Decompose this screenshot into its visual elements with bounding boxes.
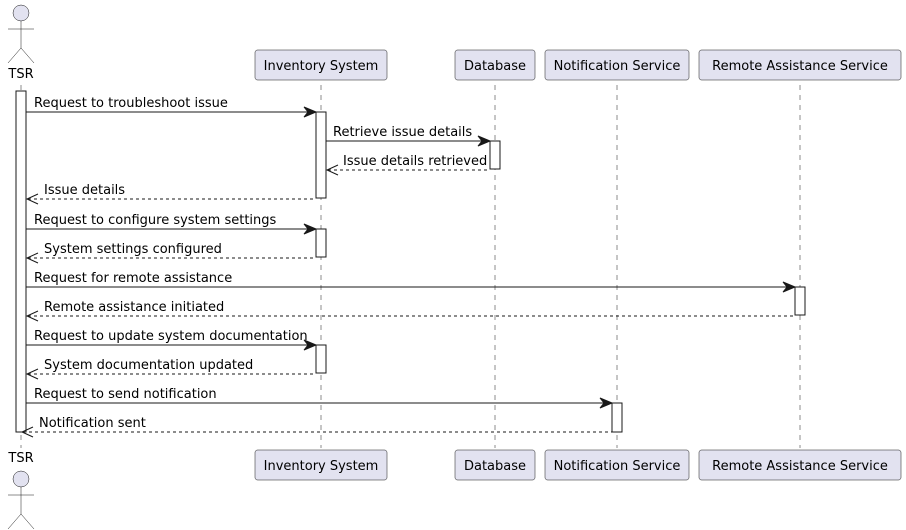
actor-label: TSR: [7, 67, 33, 82]
arrow-open-head-icon: [25, 193, 39, 205]
participant-notification-service-bottom: Notification Service: [544, 449, 690, 481]
arrow-head-icon: [782, 281, 797, 293]
arrow-open-head-icon: [20, 426, 34, 438]
arrow-open-head-icon: [325, 164, 339, 176]
actor-tsr-top: TSR: [7, 4, 35, 82]
activation-bars: [15, 90, 806, 433]
message-11: Request to send notification: [26, 387, 614, 409]
participant-label: Database: [464, 59, 526, 74]
activation-notification-1: [611, 402, 623, 433]
message-6: System settings configured: [25, 242, 316, 264]
arrow-head-icon: [303, 223, 318, 235]
participant-label: Inventory System: [264, 59, 379, 74]
arrow-head-icon: [599, 397, 614, 409]
message-9: Request to update system documentation: [26, 329, 318, 351]
participant-label: Remote Assistance Service: [712, 59, 888, 74]
message-label: Request to troubleshoot issue: [34, 96, 228, 111]
participant-label: Inventory System: [264, 459, 379, 474]
message-label: System documentation updated: [44, 358, 253, 373]
participant-inventory-system-top: Inventory System: [254, 49, 388, 81]
activation-remote-1: [794, 286, 806, 316]
arrow-head-icon: [303, 106, 318, 118]
participant-inventory-system-bottom: Inventory System: [254, 449, 388, 481]
participant-notification-service-top: Notification Service: [544, 49, 690, 81]
activation-inventory-2: [315, 228, 327, 258]
participant-remote-assistance-service-bottom: Remote Assistance Service: [698, 449, 902, 481]
message-10: System documentation updated: [25, 358, 316, 380]
actor-tsr-bottom: TSR: [7, 451, 35, 530]
messages: Request to troubleshoot issue Retrieve i…: [20, 96, 797, 438]
message-label: Request to configure system settings: [34, 213, 277, 228]
stick-figure-actor-icon: [7, 4, 35, 64]
participant-database-top: Database: [454, 49, 536, 81]
message-label: Request to send notification: [34, 387, 217, 402]
activation-inventory-1: [315, 111, 327, 199]
participant-label: Notification Service: [554, 59, 681, 74]
activation-tsr: [15, 90, 27, 433]
participant-database-bottom: Database: [454, 449, 536, 481]
actor-label: TSR: [7, 451, 33, 466]
stick-figure-actor-icon: [7, 470, 35, 530]
participant-label: Notification Service: [554, 459, 681, 474]
participant-remote-assistance-service-top: Remote Assistance Service: [698, 49, 902, 81]
arrow-head-icon: [303, 339, 318, 351]
arrow-open-head-icon: [25, 252, 39, 264]
arrow-open-head-icon: [25, 310, 39, 322]
message-label: Notification sent: [39, 416, 146, 431]
activation-inventory-3: [315, 344, 327, 374]
participant-label: Database: [464, 459, 526, 474]
message-label: Retrieve issue details: [333, 125, 472, 140]
activation-database-1: [489, 140, 501, 170]
message-5: Request to configure system settings: [26, 213, 318, 235]
message-2: Retrieve issue details: [326, 125, 492, 147]
message-7: Request for remote assistance: [26, 271, 797, 293]
message-label: Request to update system documentation: [34, 329, 308, 344]
message-1: Request to troubleshoot issue: [26, 96, 318, 118]
message-12: Notification sent: [20, 416, 612, 438]
message-label: Issue details: [44, 183, 125, 198]
message-label: Request for remote assistance: [34, 271, 232, 286]
arrow-head-icon: [477, 135, 492, 147]
message-label: System settings configured: [44, 242, 222, 257]
participant-label: Remote Assistance Service: [712, 459, 888, 474]
message-8: Remote assistance initiated: [25, 300, 795, 322]
message-3: Issue details retrieved: [325, 154, 490, 176]
message-label: Remote assistance initiated: [44, 300, 224, 315]
message-4: Issue details: [25, 183, 316, 205]
message-label: Issue details retrieved: [343, 154, 487, 169]
arrow-open-head-icon: [25, 368, 39, 380]
